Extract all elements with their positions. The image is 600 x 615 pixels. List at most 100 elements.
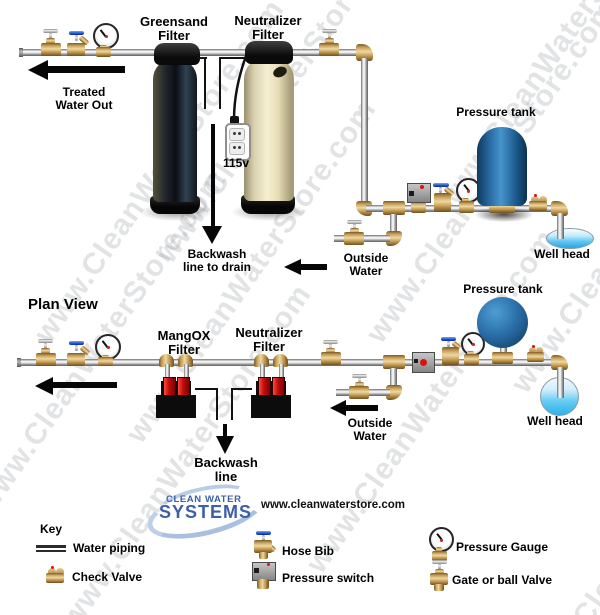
gate-ball-valve-icon	[430, 573, 448, 585]
check-valve-icon	[48, 568, 56, 576]
outside-water-arrow-body	[344, 405, 378, 411]
gate-ball-valve-icon	[435, 569, 444, 574]
logo-systems: SYSTEMS	[159, 502, 253, 522]
gate-valve-icon	[319, 43, 339, 56]
pressure-tank	[477, 127, 527, 206]
gate-valve-neck	[350, 228, 359, 234]
tank-fitting	[492, 352, 513, 364]
hose-bib-stem	[447, 341, 450, 347]
hose-bib-icon	[259, 552, 268, 559]
flow-arrow	[35, 377, 53, 395]
pressure-gauge-icon	[436, 547, 442, 552]
pressure-switch-icon	[407, 183, 431, 203]
neutralizer-tank	[244, 57, 294, 201]
gauge-pin	[467, 189, 470, 193]
neutralizer-valve-head	[245, 41, 293, 64]
power-cord	[232, 55, 248, 121]
pipe-elbow	[551, 355, 568, 370]
key-label-water-piping: Water piping	[73, 541, 146, 555]
logo-clean-water: CLEAN WATER	[166, 494, 242, 505]
gate-valve-handle	[322, 29, 337, 33]
key-label-pressure-gauge: Pressure Gauge	[456, 540, 549, 554]
gate-valve-stem	[329, 343, 332, 350]
gauge-stem	[467, 351, 474, 355]
gate-ball-valve-icon	[432, 560, 447, 564]
hose-bib-handle	[441, 337, 456, 341]
gate-valve-neck	[41, 348, 50, 354]
switch-button	[409, 191, 414, 196]
pipe-elbow	[356, 44, 373, 61]
outlet-voltage-label: 115v	[222, 156, 250, 170]
check-valve-bump	[529, 347, 536, 354]
key-title: Key	[40, 522, 63, 536]
hose-bib-icon	[256, 531, 271, 535]
plan-view-title: Plan View	[28, 296, 98, 313]
hose-bib-icon	[67, 353, 85, 366]
filter-stub-pipe	[260, 364, 265, 377]
gate-valve-handle	[352, 374, 367, 378]
outside-water-arrow	[284, 259, 301, 275]
backwash-arrow-body	[211, 124, 215, 227]
filter-elbow	[273, 354, 288, 367]
hose-bib-handle	[69, 341, 84, 345]
pipe-end-cap	[17, 358, 21, 367]
gate-valve-handle	[43, 29, 58, 33]
gate-valve-icon	[36, 353, 56, 366]
backwash-arrow	[202, 226, 222, 244]
check-valve-dot	[532, 345, 535, 348]
filter-stub-pipe	[279, 364, 284, 377]
hose-bib-stem	[439, 187, 442, 193]
pressure-tank-plan	[477, 297, 528, 348]
pressure-gauge-icon	[432, 551, 447, 561]
backwash-line	[231, 388, 252, 390]
key-label-gate-ball-valve: Gate or ball Valve	[452, 573, 553, 587]
gate-valve-stem	[358, 377, 361, 383]
check-valve-dot	[51, 566, 54, 569]
gate-valve-neck	[355, 382, 364, 387]
check-valve-icon	[56, 568, 64, 576]
filter-red-fitting	[272, 377, 285, 396]
filter-red-fitting	[258, 377, 271, 396]
gate-ball-valve-icon	[434, 584, 444, 591]
hose-bib-icon	[262, 535, 265, 541]
tank-stub-pipe	[500, 344, 507, 354]
watermark-text: www.CleanWaterStore.com	[505, 43, 600, 399]
pipe-end-cap	[19, 48, 23, 57]
greensand-tank	[153, 59, 197, 202]
greensand-valve-head	[154, 43, 200, 65]
pipe-elbow	[386, 231, 402, 246]
pressure-gauge-icon	[440, 538, 443, 542]
flow-arrow-body	[52, 382, 117, 388]
pipe-tee	[383, 201, 405, 215]
gate-valve-neck	[325, 38, 334, 44]
outlet-hole	[238, 146, 241, 149]
outlet-hole	[233, 132, 236, 135]
gate-valve-icon	[321, 352, 341, 365]
check-valve-bump	[531, 196, 539, 204]
switch-button	[414, 359, 418, 363]
outlet-socket	[229, 142, 245, 155]
filter-elbow	[254, 354, 269, 367]
gate-valve-stem	[49, 32, 52, 39]
gate-valve-neck	[326, 348, 335, 353]
gauge-body	[96, 47, 111, 57]
hose-bib-handle	[69, 31, 84, 35]
hose-bib-icon	[442, 347, 459, 365]
outlet-socket	[229, 128, 245, 141]
filter-red-fitting	[177, 377, 190, 396]
mangox-filter-body	[156, 395, 196, 418]
well-drop-pipe	[557, 367, 564, 398]
gauge-body	[98, 357, 113, 366]
hose-bib-stem	[75, 35, 78, 41]
gate-valve-icon	[349, 386, 369, 399]
hose-bib-icon	[434, 193, 451, 212]
gate-valve-icon	[344, 232, 364, 245]
treated-water-arrow	[28, 60, 48, 80]
